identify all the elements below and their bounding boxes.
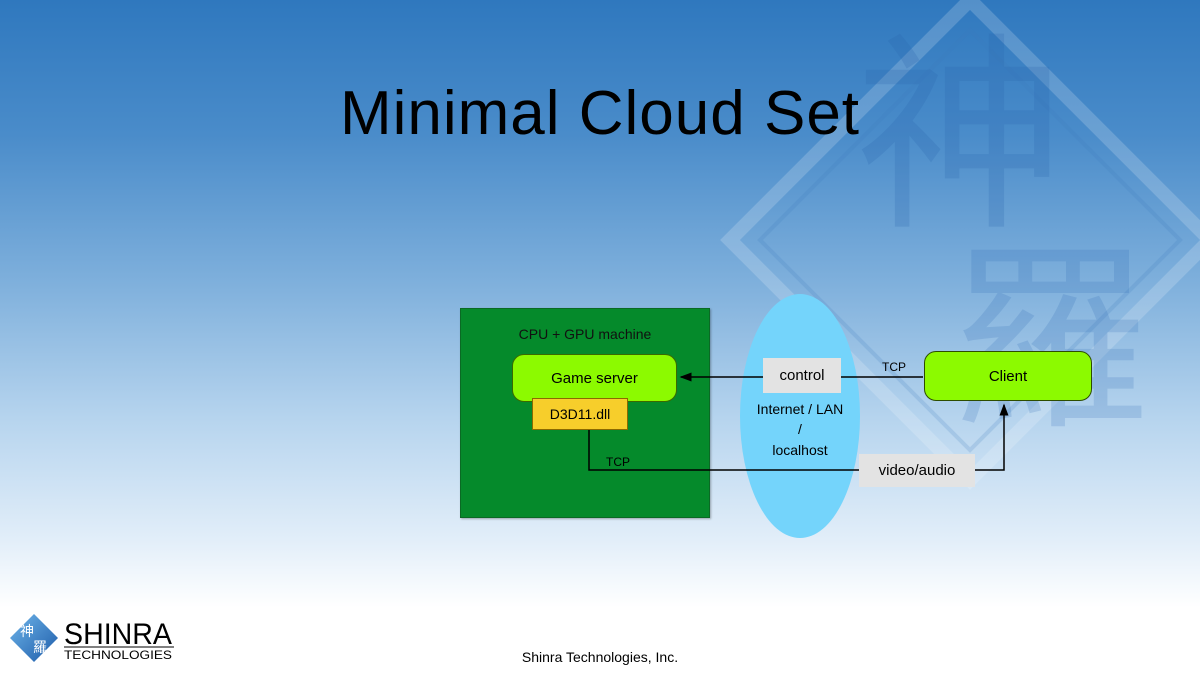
video-audio-tag: video/audio [859, 454, 975, 487]
control-tag: control [763, 358, 841, 393]
tcp-video-label: TCP [606, 455, 630, 469]
svg-text:神: 神 [20, 624, 34, 640]
logo-name: SHINRA [64, 618, 172, 651]
d3d11-dll-box: D3D11.dll [532, 398, 628, 430]
footer-company: Shinra Technologies, Inc. [521, 649, 679, 665]
svg-text:羅: 羅 [33, 640, 47, 656]
client-box: Client [924, 351, 1092, 401]
cpu-gpu-machine-box: CPU + GPU machine [460, 308, 710, 518]
tcp-control-label: TCP [882, 360, 906, 374]
game-server-box: Game server [512, 354, 677, 402]
network-label-line2: / [798, 421, 802, 437]
network-label-line1: Internet / LAN [756, 401, 844, 417]
shinra-logo: 神 羅 SHINRA TECHNOLOGIES [8, 612, 178, 666]
slide-title: Minimal Cloud Set [339, 79, 861, 148]
svg-text:羅: 羅 [950, 225, 1150, 458]
logo-sub: TECHNOLOGIES [64, 648, 172, 662]
network-label-line3: localhost [772, 442, 828, 458]
machine-label: CPU + GPU machine [518, 326, 652, 342]
